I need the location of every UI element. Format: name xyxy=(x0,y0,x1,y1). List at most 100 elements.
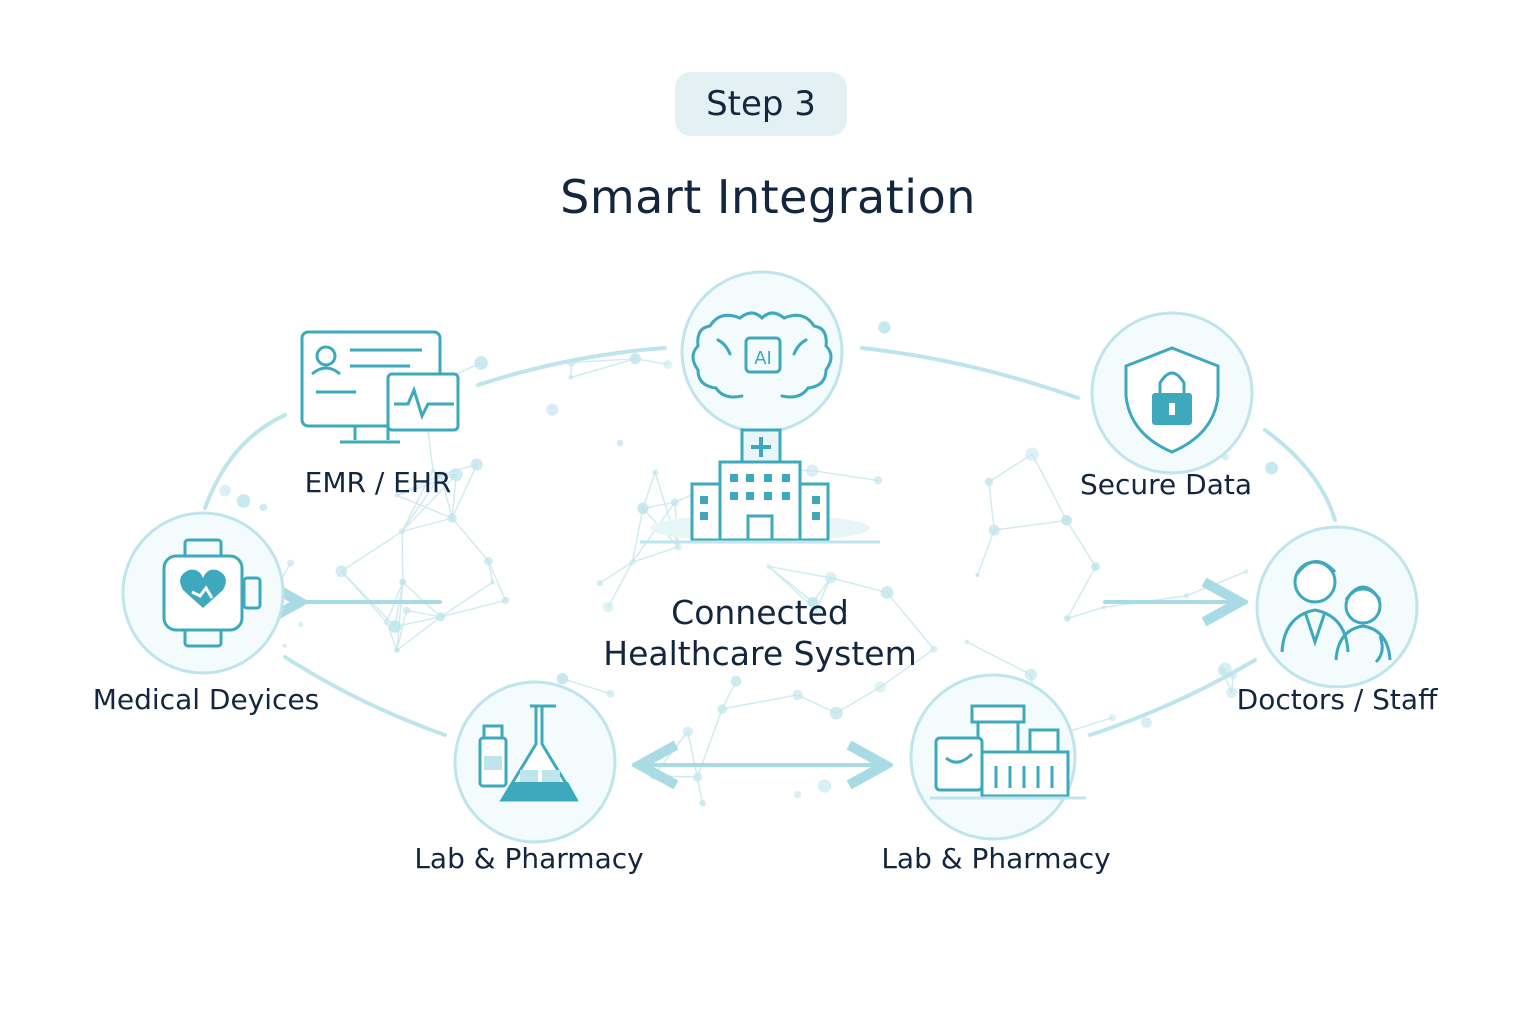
network-dot xyxy=(629,558,636,566)
network-dot xyxy=(699,799,706,807)
network-link xyxy=(401,474,457,532)
network-dot xyxy=(1024,668,1037,681)
network-dot xyxy=(1091,562,1100,571)
network-dot xyxy=(388,620,402,633)
network-link xyxy=(1031,453,1068,521)
network-dot xyxy=(765,563,772,570)
center-label: Connected Healthcare System xyxy=(603,592,916,674)
network-dot xyxy=(829,706,843,720)
connector-arcs xyxy=(203,346,1337,737)
network-link xyxy=(687,731,699,778)
doctors-label: Doctors / Staff xyxy=(1236,683,1438,716)
network-link xyxy=(440,599,506,618)
network-dot xyxy=(259,503,268,512)
network-dot xyxy=(501,596,510,605)
network-link xyxy=(406,609,441,618)
network-link xyxy=(396,474,442,496)
step-badge: Step 3 xyxy=(675,72,847,136)
network-dot xyxy=(436,470,445,479)
network-dot xyxy=(1218,662,1232,677)
network-dot xyxy=(602,601,614,613)
secure-data-label: Secure Data xyxy=(1079,468,1253,501)
network-dot xyxy=(402,606,411,615)
network-dot xyxy=(930,645,938,653)
network-dot xyxy=(1265,461,1279,475)
network-dot xyxy=(282,643,287,648)
network-dot xyxy=(298,622,304,628)
network-dot xyxy=(335,565,348,578)
network-dot xyxy=(616,439,624,447)
network-link xyxy=(401,474,442,532)
network-dot xyxy=(606,689,615,698)
network-link xyxy=(768,565,814,603)
network-dot xyxy=(878,321,891,334)
network-dot xyxy=(975,572,980,578)
network-dot xyxy=(807,596,819,608)
network-link xyxy=(396,582,404,651)
network-dot xyxy=(568,375,574,381)
network-link xyxy=(401,470,434,532)
network-dot xyxy=(287,559,295,567)
network-dot xyxy=(1101,605,1106,610)
network-dot xyxy=(398,528,406,535)
network-link xyxy=(835,686,881,714)
network-dot xyxy=(1183,593,1190,599)
network-dot xyxy=(399,578,407,586)
network-link xyxy=(722,694,798,710)
network-link xyxy=(396,610,408,651)
network-dot xyxy=(236,494,251,508)
network-dot xyxy=(484,556,493,566)
secure-data-node xyxy=(1090,311,1254,475)
network-link xyxy=(396,616,442,651)
network-link xyxy=(571,358,636,364)
network-link xyxy=(1067,606,1104,620)
network-link xyxy=(607,561,633,608)
network-dot xyxy=(652,469,659,476)
network-link xyxy=(966,641,1032,676)
network-link xyxy=(632,546,679,563)
page-title: Smart Integration xyxy=(560,170,976,224)
network-link xyxy=(440,581,493,618)
network-link xyxy=(1186,570,1247,597)
network-link xyxy=(599,561,633,584)
network-dot xyxy=(470,458,483,471)
network-dot xyxy=(1226,687,1238,699)
network-link xyxy=(653,731,689,777)
network-link xyxy=(631,508,644,563)
doctors-icon xyxy=(1280,560,1392,664)
network-link xyxy=(440,474,453,519)
network-dot xyxy=(793,790,802,799)
network-link xyxy=(396,473,457,497)
network-dot xyxy=(880,586,894,599)
network-dot xyxy=(556,672,569,685)
network-link xyxy=(401,531,404,583)
smartwatch-heart-icon xyxy=(162,538,262,648)
medical-devices-label: Medical Deyices xyxy=(92,683,320,716)
ai-node: AI xyxy=(680,270,844,434)
network-link xyxy=(653,775,698,778)
network-dot xyxy=(1108,713,1117,722)
network-link xyxy=(451,474,457,519)
pharmacy-label: Lab & Pharmacy xyxy=(881,842,1111,875)
network-dot xyxy=(650,772,658,780)
network-link xyxy=(570,358,636,379)
network-link xyxy=(768,565,831,579)
network-dot xyxy=(430,468,435,473)
network-dot xyxy=(692,772,702,782)
network-dot xyxy=(1141,717,1152,728)
network-link xyxy=(385,621,398,651)
network-dot xyxy=(637,502,649,515)
network-dot xyxy=(1061,515,1072,526)
network-link xyxy=(797,694,837,714)
doctors-node xyxy=(1255,525,1419,689)
lab-label: Lab & Pharmacy xyxy=(414,842,644,875)
network-dot xyxy=(670,498,679,507)
network-link xyxy=(451,517,490,562)
network-dot xyxy=(874,681,886,693)
network-link xyxy=(1066,566,1097,619)
network-link xyxy=(562,678,611,695)
network-dot xyxy=(824,571,837,584)
lab-flask-icon xyxy=(478,704,579,802)
center-label-line2: Healthcare System xyxy=(603,634,917,673)
